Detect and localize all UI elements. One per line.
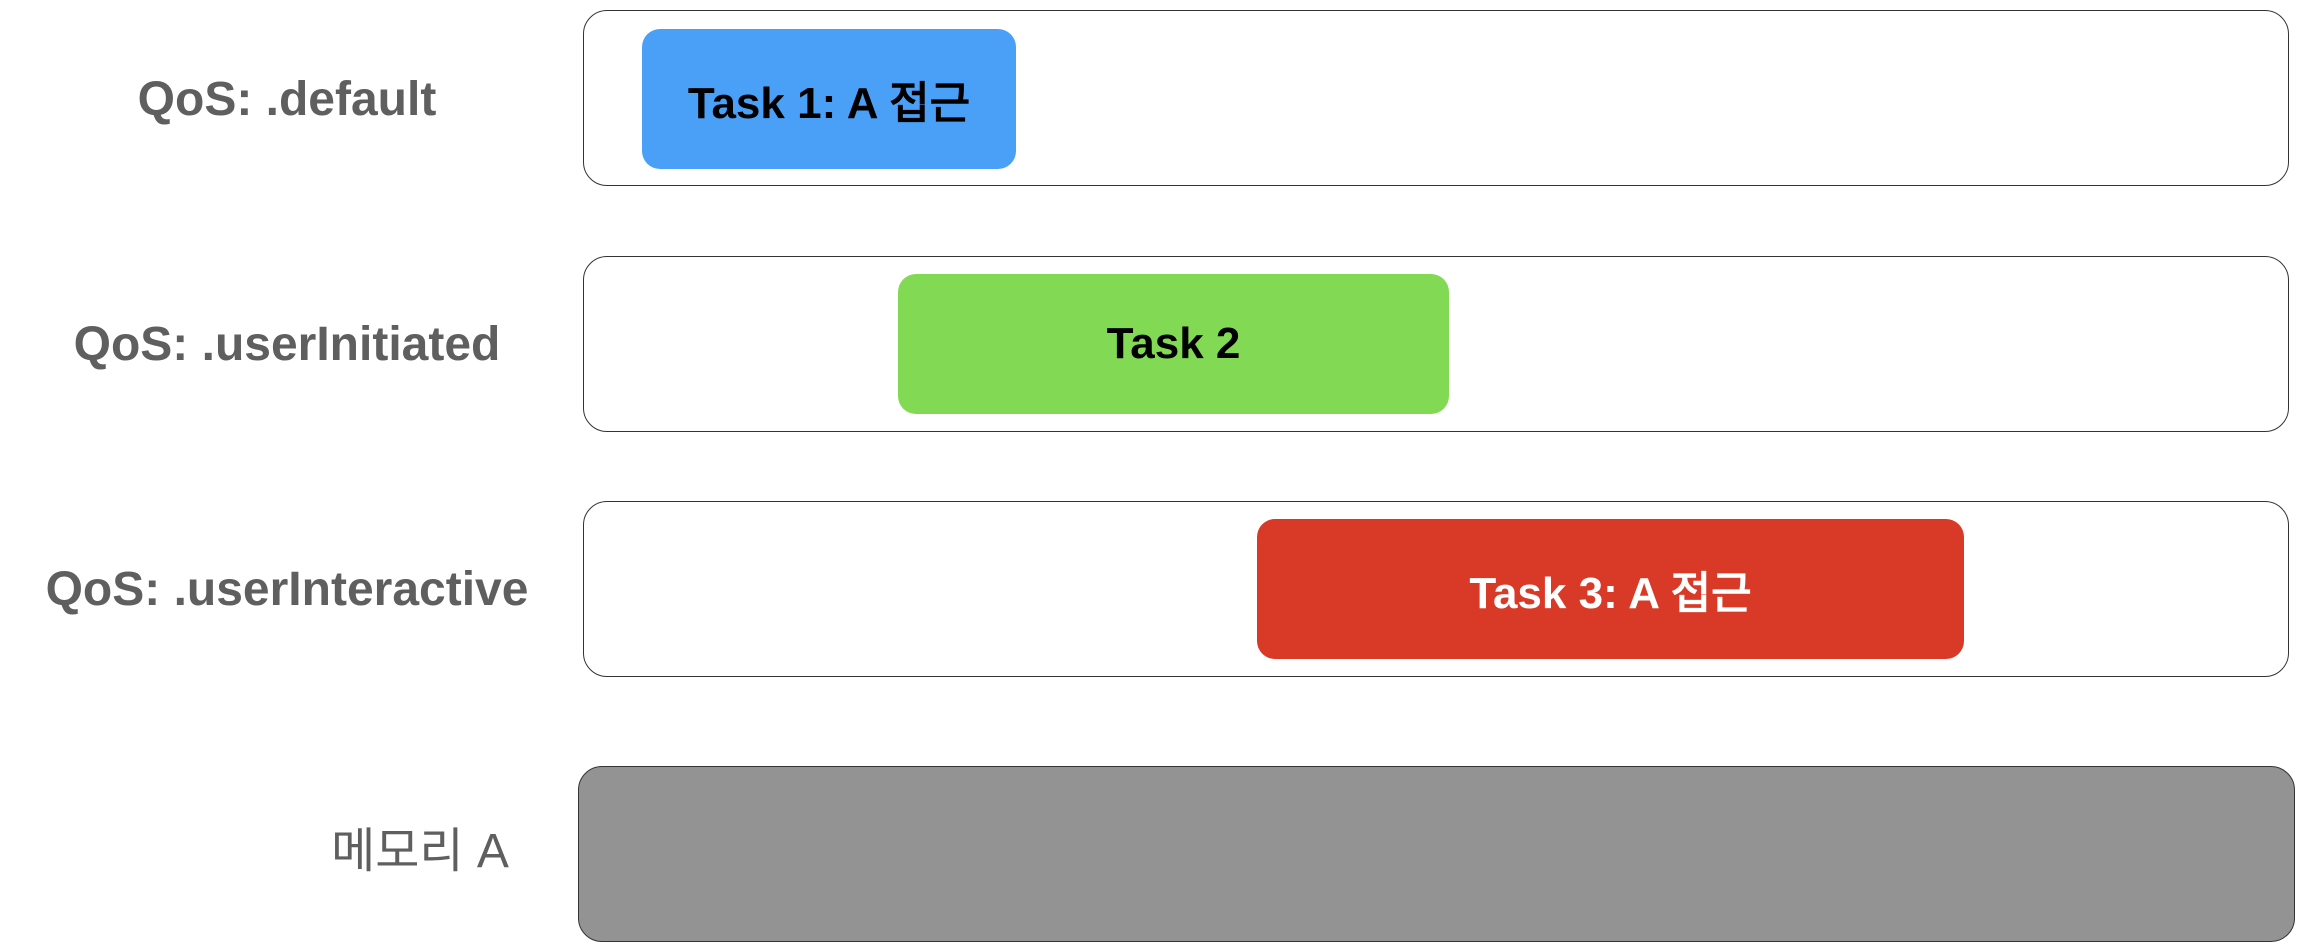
lane-user-initiated: Task 2 — [583, 256, 2289, 432]
memory-block — [578, 766, 2295, 942]
lane-label-user-interactive: QoS: .userInteractive — [45, 563, 529, 616]
task-2-label: Task 2 — [1106, 319, 1241, 368]
lane-default: Task 1: A 접근 — [583, 10, 2289, 186]
memory-label: 메모리 A — [331, 825, 509, 878]
task-3-label: Task 3: A 접근 — [1469, 569, 1752, 618]
lane-user-interactive: Task 3: A 접근 — [583, 501, 2289, 677]
task-3-block: Task 3: A 접근 — [1257, 519, 1964, 659]
lane-label-default: QoS: .default — [137, 73, 437, 126]
task-2-block: Task 2 — [898, 274, 1449, 414]
task-1-label: Task 1: A 접근 — [687, 79, 971, 128]
task-1-block: Task 1: A 접근 — [642, 29, 1016, 169]
lane-label-user-initiated: QoS: .userInitiated — [73, 318, 501, 371]
